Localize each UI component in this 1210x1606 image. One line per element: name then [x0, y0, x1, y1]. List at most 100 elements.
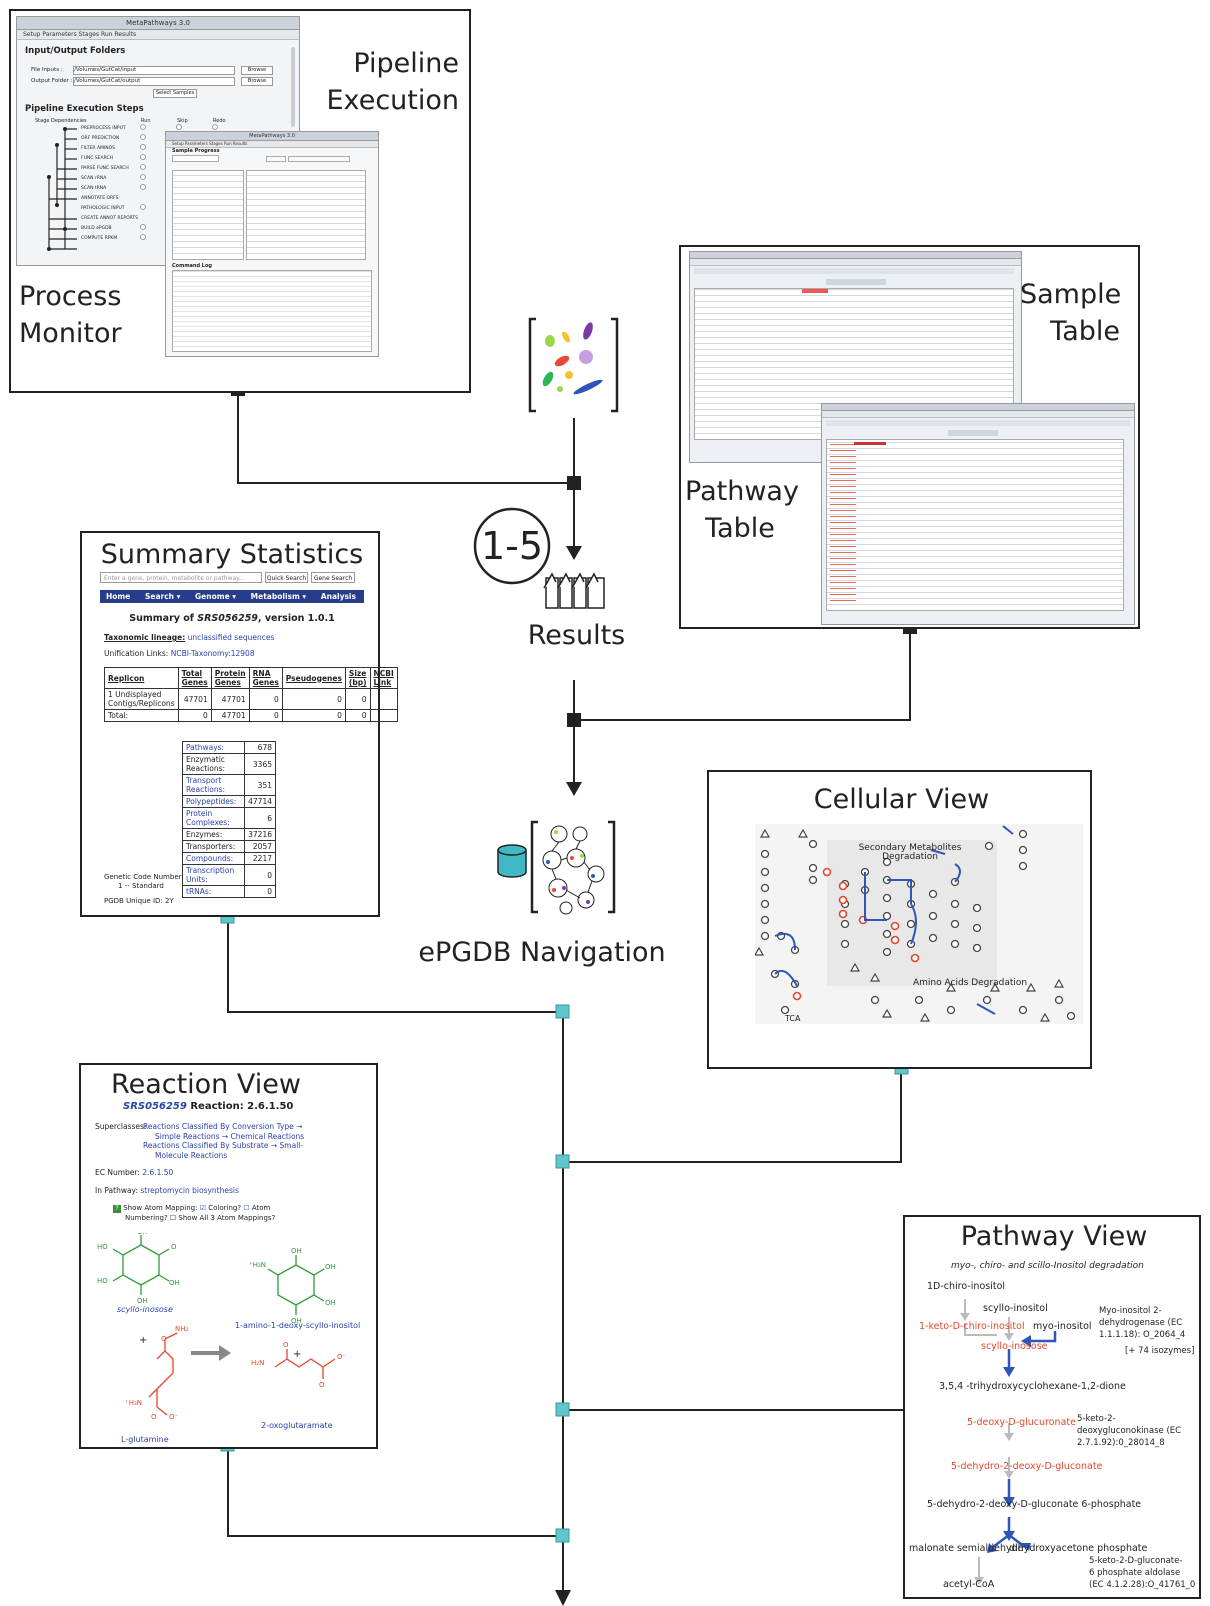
compound-myo-inositol[interactable]: myo-inositol	[1033, 1321, 1092, 1332]
coloring-checkbox[interactable]: ☑	[199, 1204, 206, 1212]
superclasses-links[interactable]: Reactions Classified By Conversion Type …	[143, 1122, 304, 1160]
atom-mapping-options: ? Show Atom Mapping: ☑ Coloring? ☐ Atom …	[113, 1203, 275, 1223]
file-inputs-field[interactable]: /Volumes/GutCat/input	[73, 66, 235, 75]
unification-links: Unification Links: NCBI-Taxonomy:12908	[104, 649, 255, 658]
compound-dehydro-deoxy-gluconate-phosphate[interactable]: 5-dehydro-2-deoxy-D-gluconate 6-phosphat…	[927, 1499, 1142, 1510]
count-value: 47714	[244, 795, 276, 808]
reaction-sample-link[interactable]: SRS056259	[123, 1101, 187, 1112]
pathway-view-title: Pathway View	[960, 1221, 1148, 1252]
sample-progress-label: Sample Progress	[172, 148, 220, 154]
summary-suffix: , version 1.0.1	[257, 613, 335, 624]
table-cell: 0	[177, 709, 212, 722]
ec-link[interactable]: 2.6.1.50	[142, 1168, 174, 1177]
summary-heading: Summary of SRS056259, version 1.0.1	[82, 613, 382, 624]
compound-deoxy-glucuronate[interactable]: 5-deoxy-D-glucuronate	[967, 1417, 1076, 1428]
step-label: ANNOTATE ORFS	[81, 196, 119, 201]
compound-scyllo-inositol[interactable]: scyllo-inositol	[983, 1303, 1048, 1314]
show-all-checkbox[interactable]: ☐	[169, 1214, 177, 1222]
superclass-link[interactable]: Molecule Reactions	[155, 1150, 228, 1160]
ec-number: EC Number: 2.6.1.50	[95, 1168, 173, 1177]
help-icon[interactable]: ?	[113, 1205, 121, 1213]
isozymes-link[interactable]: [+ 74 isozymes]	[1125, 1346, 1195, 1356]
enzyme-line: 5-keto-2-D-gluconate-	[1089, 1556, 1183, 1566]
superclass-link[interactable]: Reactions Classified By Conversion Type …	[143, 1122, 303, 1131]
enzyme-line: 1.1.1.18): O_2064_4	[1099, 1330, 1186, 1340]
table-row: Enzymes:37216	[181, 828, 276, 841]
table-cell: 47701	[177, 688, 212, 710]
highlighted-cell	[802, 289, 828, 293]
counts-table: Pathways:678 Enzymatic Reactions:3365 Tr…	[181, 741, 276, 898]
select-samples-button[interactable]: Select Samples	[153, 89, 197, 98]
svg-text:OH: OH	[137, 1297, 148, 1305]
atom-numbering-checkbox[interactable]: ☐	[243, 1204, 250, 1212]
nav-analysis[interactable]: Analysis ▾	[100, 592, 356, 614]
compound-dihydroxyacetone-phosphate[interactable]: dihydroxyacetone phosphate	[1009, 1543, 1148, 1554]
compound-keto-chiro-inositol[interactable]: 1-keto-D-chiro-inositol	[919, 1321, 1025, 1332]
superclass-link[interactable]: Simple Reactions → Chemical Reactions	[155, 1131, 305, 1141]
table-tabs[interactable]	[826, 279, 886, 285]
compound-acetyl-coa[interactable]: acetyl-CoA	[943, 1579, 995, 1590]
count-label[interactable]: tRNAs:	[181, 885, 246, 898]
scyllo-inosose-label[interactable]: scyllo-inosose	[117, 1305, 173, 1314]
count-label[interactable]: Polypeptides:	[181, 795, 246, 808]
compound-trihydroxycyclohexane-dione[interactable]: 3,5,4 -trihydroxycyclohexane-1,2-dione	[939, 1381, 1126, 1392]
svg-text:H₂N: H₂N	[251, 1359, 264, 1367]
table-header: Replicon	[104, 667, 179, 689]
pathway-link[interactable]: streptomycin biosynthesis	[140, 1186, 239, 1195]
scrollbar[interactable]	[291, 47, 295, 127]
nav-help[interactable]: Help ▾	[118, 605, 145, 614]
count-label[interactable]: Transcription Units:	[181, 864, 246, 886]
step-label: SCAN rRNA	[81, 176, 107, 181]
sample-select[interactable]	[172, 155, 219, 162]
search-input[interactable]: Enter a gene, protein, metabolite or pat…	[100, 572, 262, 583]
amino-deoxy-scyllo-inositol-label[interactable]: 1-amino-1-deoxy-scyllo-inositol	[235, 1321, 361, 1330]
oxoglutaramate-label[interactable]: 2-oxoglutaramate	[261, 1421, 333, 1430]
run-button[interactable]	[266, 156, 286, 162]
count-label[interactable]: Compounds:	[181, 852, 246, 865]
nav-metabolism[interactable]: Metabolism ▾	[250, 592, 307, 601]
svg-text:OH: OH	[325, 1263, 336, 1271]
nav-genome[interactable]: Genome ▾	[195, 592, 237, 601]
plus-sign: +	[139, 1335, 148, 1346]
nav-search[interactable]: Search ▾	[144, 592, 181, 601]
svg-text:HO: HO	[97, 1243, 108, 1251]
count-label[interactable]: Protein Complexes:	[181, 807, 246, 829]
compound-scyllo-inosose[interactable]: scyllo-inosose	[981, 1341, 1048, 1352]
table-row: 1 Undisplayed Contigs/Replicons 47701 47…	[104, 688, 398, 710]
microbial-community-icon	[528, 317, 619, 413]
gene-search-button[interactable]: Gene Search	[311, 572, 355, 583]
compound-1d-chiro-inositol[interactable]: 1D-chiro-inositol	[927, 1281, 1006, 1292]
svg-text:O: O	[171, 1243, 177, 1251]
sample-table-label: Sample Table	[1020, 276, 1121, 350]
pathway-view-panel: Pathway View myo-, chiro- and scillo-Ino…	[903, 1215, 1201, 1599]
cancel-button[interactable]	[288, 156, 350, 162]
genetic-code: Genetic Code Number: 1 -- Standard	[104, 873, 184, 891]
compound-dehydro-deoxy-gluconate[interactable]: 5-dehydro-2-deoxy-D-gluconate	[951, 1461, 1103, 1472]
window-menubar	[690, 259, 1021, 266]
l-glutamine-label[interactable]: L-glutamine	[121, 1435, 169, 1444]
cellular-overview-map[interactable]: Secondary Metabolites Degradation Amino …	[755, 824, 1083, 1024]
enzyme-gluconate-phosphate-aldolase[interactable]: 5-keto-2-D-gluconate- 6 phosphate aldola…	[1089, 1555, 1195, 1591]
browse-output-button[interactable]: Browse	[241, 77, 273, 86]
table-header: NCBI Link	[369, 667, 398, 689]
nav-home[interactable]: Home	[106, 592, 131, 601]
browse-input-button[interactable]: Browse	[241, 66, 273, 75]
unification-label: Unification Links:	[104, 649, 169, 658]
step-label: FILTER AMINOS	[81, 146, 116, 151]
count-label[interactable]: Pathways:	[181, 741, 246, 754]
table-tabs[interactable]	[948, 430, 998, 436]
compound-malonate-semialdehyde[interactable]: malonate semialdehyde	[909, 1543, 1024, 1554]
quick-search-button[interactable]: Quick Search	[265, 572, 308, 583]
enzyme-keto-deoxygluconokinase[interactable]: 5-keto-2- deoxygluconokinase (EC 2.7.1.9…	[1077, 1413, 1181, 1449]
label-line: Pipeline	[353, 48, 459, 79]
table-row: Total: 0 47701 0 0 0	[104, 709, 398, 722]
count-label[interactable]: Transport Reactions:	[181, 774, 246, 796]
ncbi-taxonomy-link[interactable]: NCBI-Taxonomy:12908	[170, 649, 255, 658]
table-cell: 1 Undisplayed Contigs/Replicons	[104, 688, 179, 710]
taxonomic-link[interactable]: unclassified sequences	[187, 633, 275, 642]
pathway-subtitle: myo-, chiro- and scillo-Inositol degrada…	[951, 1261, 1144, 1271]
enzyme-myo-inositol-dehydrogenase[interactable]: Myo-inositol 2- dehydrogenase (EC 1.1.1.…	[1099, 1305, 1194, 1357]
superclass-link[interactable]: Reactions Classified By Substrate → Smal…	[143, 1141, 304, 1150]
process-monitor-screenshot: MetaPathways 3.0 Setup Parameters Stages…	[165, 131, 379, 357]
output-folder-field[interactable]: /Volumes/GutCat/output	[73, 77, 235, 86]
